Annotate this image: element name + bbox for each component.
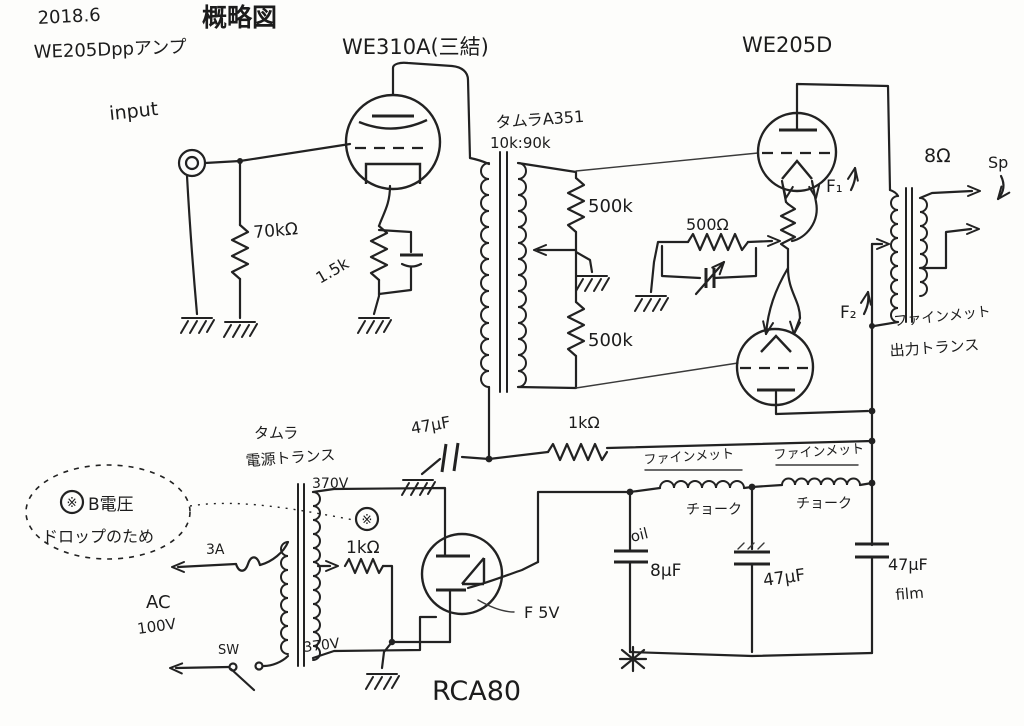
output-tube-label: WE205D [742,33,832,57]
choke1-label1: ファインメット [643,447,734,468]
we205d-tube-f1: WE205D F₁ [742,33,892,204]
rectifier-tube-label: RCA80 [432,676,521,707]
ground-icon [223,321,258,338]
filter-cap2-label: 47μF [762,565,807,591]
date-label: 2018.6 [37,5,101,29]
speaker-label: Sp [988,153,1008,172]
filament1-label: F₁ [826,177,843,197]
input-label: input [108,98,159,125]
output-transformer: 8Ω Sp ファインメット 出力トランス [869,145,1011,547]
hum-pot-label: 500Ω [686,215,729,234]
input-jack: input [108,98,242,316]
oil-cap-label2: 8μF [650,561,681,581]
decoupling-cap-label: 47μF [409,412,451,438]
cathode-network-1k5: 1.5k [313,184,423,316]
note-label1: B電圧 [88,495,134,515]
interstage-transformer: タムラA351 10k:90k [468,107,585,460]
film-cap-label2: film [895,584,925,604]
grid-resistor-70k: 70kΩ [230,142,352,320]
ground-icon [357,317,392,334]
ct-resistor-label: 1kΩ [346,538,380,558]
filament2-label: F₂ [840,303,857,323]
hum-balance-pot: 500Ω [649,200,818,336]
fuse-label: 3A [206,542,225,558]
output-transformer-label2: 出力トランス [889,336,980,360]
grid-resistor-label: 70kΩ [253,219,299,243]
output-transformer-label1: ファインメット [893,304,992,330]
cathode-resistor-label: 1.5k [313,253,353,287]
interstage-ratio-label: 10k:90k [490,134,551,152]
hv-bottom-label: 370V [303,636,341,656]
ground-icon [365,673,400,690]
ground-icon [575,275,610,292]
we310a-tube: WE310A(三結) [342,35,489,191]
bplus-resistor-label: 1kΩ [568,413,600,432]
note-label2: ドロップのため [42,527,154,546]
secondary-resistor-bottom-label: 500k [588,330,633,351]
secondary-resistor-top-label: 500k [588,196,633,217]
rectifier-filament-label: F 5V [524,603,559,622]
bplus-decoupling-cap: 47μF [409,412,493,476]
power-transformer: タムラ 電源トランス 370V 370V [245,424,447,667]
mains-fuse-switch: 3A AC 100V SW [136,540,290,692]
note-mark-label: ※ [67,496,78,511]
scribble-ground-icon [618,645,648,673]
center-tap-resistor: ※ 1kΩ [343,506,452,670]
choke2-label2: チョーク [796,496,852,512]
amp-title-label: WE205Dppアンプ [33,37,187,63]
ground-icon [634,295,669,312]
power-switch-label: SW [218,643,239,658]
mains-label1: AC [146,592,171,613]
header-notes: 2018.6 WE205Dppアンプ 概略図 [33,3,277,63]
power-transformer-label1: タムラ [254,424,298,442]
driver-tube-label: WE310A(三結) [342,35,489,59]
bplus-dropper-resistor: 1kΩ [487,413,876,462]
film-cap-label1: 47μF [888,555,928,574]
secondary-grid-resistors: 500k 500k [516,152,759,390]
ct-mark-label: ※ [362,513,373,528]
ground-icon [180,317,215,334]
oil-cap-label1: oil [629,524,650,546]
we205d-tube-f2: F₂ [735,290,874,416]
rca80-tube: F 5V RCA80 [420,532,559,707]
mains-label2: 100V [136,615,178,638]
choke1-label2: チョーク [686,502,742,518]
interstage-name-label: タムラA351 [495,107,585,132]
power-transformer-label2: 電源トランス [245,446,336,470]
note-balloon: ※ B電圧 ドロップのため [25,464,355,560]
schematic-title: 概略図 [202,3,277,32]
choke2-label1: ファインメット [773,442,864,463]
output-impedance-label: 8Ω [924,145,951,167]
choke-filter-section: oil 8μF ファインメット チョーク 47μF ファインメット チョーク 4… [536,407,928,673]
